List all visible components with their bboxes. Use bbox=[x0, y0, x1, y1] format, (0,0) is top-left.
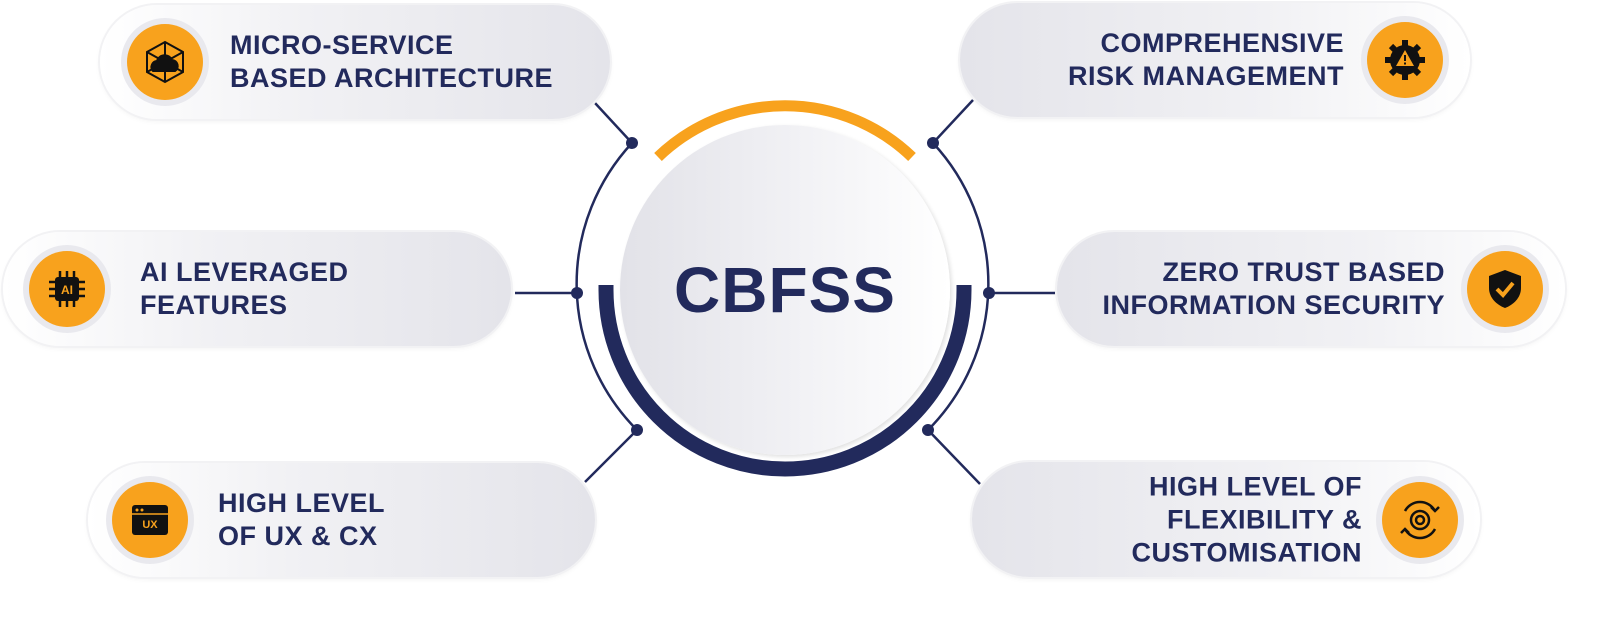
svg-text:AI: AI bbox=[61, 283, 73, 297]
center-title: CBFSS bbox=[674, 254, 896, 326]
cloud-network-icon bbox=[146, 40, 184, 84]
feature-title-line: HIGH LEVEL OF bbox=[1148, 471, 1362, 501]
connector-lines bbox=[515, 99, 1055, 485]
feature-title-line: RISK MANAGEMENT bbox=[1068, 61, 1344, 91]
orange-arc bbox=[654, 100, 916, 161]
feature-flexibility: HIGH LEVEL OF FLEXIBILITY & CUSTOMISATIO… bbox=[972, 462, 1480, 577]
feature-micro-service: MICRO-SERVICE BASED ARCHITECTURE bbox=[100, 5, 610, 119]
navy-arc bbox=[598, 285, 972, 477]
gear-warning-icon bbox=[1385, 40, 1425, 80]
feature-title-line: AI LEVERAGED bbox=[140, 257, 349, 287]
feature-title-line: HIGH LEVEL bbox=[218, 488, 386, 518]
ux-window-icon: UX bbox=[132, 505, 168, 535]
feature-title-line: OF UX & CX bbox=[218, 521, 378, 551]
connector-dots bbox=[571, 137, 995, 436]
feature-title-line: INFORMATION SECURITY bbox=[1102, 290, 1445, 320]
feature-title-line: FEATURES bbox=[140, 290, 288, 320]
svg-text:UX: UX bbox=[142, 519, 158, 531]
feature-title-line: BASED ARCHITECTURE bbox=[230, 63, 554, 93]
feature-zero-trust: ZERO TRUST BASED INFORMATION SECURITY bbox=[1057, 232, 1565, 346]
shield-check-icon bbox=[1489, 270, 1521, 308]
feature-title-line: ZERO TRUST BASED bbox=[1162, 257, 1445, 287]
ai-chip-icon: AI bbox=[49, 271, 85, 307]
feature-title-line: CUSTOMISATION bbox=[1131, 537, 1362, 567]
center-circle: CBFSS bbox=[620, 125, 950, 455]
feature-ux-cx: UX HIGH LEVEL OF UX & CX bbox=[88, 463, 595, 577]
gear-arrows-icon bbox=[1400, 500, 1440, 539]
feature-risk-management: COMPREHENSIVE RISK MANAGEMENT bbox=[960, 3, 1470, 117]
feature-title-line: MICRO-SERVICE bbox=[230, 30, 454, 60]
feature-title-line: FLEXIBILITY & bbox=[1166, 504, 1362, 534]
feature-title-line: COMPREHENSIVE bbox=[1100, 28, 1344, 58]
feature-ai-leveraged: AI AI LEVERAGED FEATURES bbox=[3, 232, 511, 346]
